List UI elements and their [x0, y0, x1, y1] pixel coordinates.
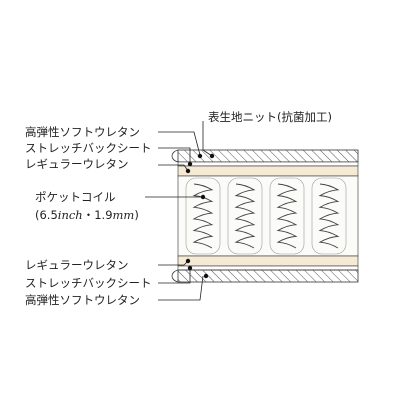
label-bottom-stretch-back-sheet: ストレッチバックシート — [25, 276, 152, 290]
dot-pocket-coil — [200, 194, 206, 200]
spec-close: ) — [134, 208, 139, 222]
spec-open: (6.5 — [35, 208, 58, 222]
bottom-urethane-layer — [177, 255, 359, 267]
coil-spring — [318, 183, 340, 249]
coil-spring — [276, 183, 298, 249]
bottom-stretch-sheet-layer — [177, 265, 359, 271]
dot-bottom-regular-urethane — [185, 258, 191, 264]
label-pocket-coil-spec: (6.5inch・1.9mm) — [35, 208, 139, 222]
top-urethane-layer — [177, 165, 359, 177]
coil-pocket — [269, 177, 305, 255]
dot-cover-fabric — [209, 153, 215, 159]
label-cover-fabric: 表生地ニット(抗菌加工) — [208, 110, 332, 124]
coil-pocket — [227, 177, 263, 255]
label-bottom-regular-urethane: レギュラーウレタン — [25, 258, 129, 272]
spec-unit-mm: mm — [113, 208, 135, 222]
leader-lines — [145, 121, 213, 301]
label-top-stretch-back-sheet: ストレッチバックシート — [25, 141, 152, 155]
mattress-body — [171, 149, 359, 283]
leader-top-stretch-sheet — [158, 147, 191, 164]
label-pocket-coil: ポケットコイル — [35, 190, 116, 204]
leader-bottom-stretch-sheet — [158, 268, 191, 284]
leader-dots — [185, 153, 215, 279]
coil-pocket — [311, 177, 347, 255]
leader-top-high-urethane — [158, 131, 201, 156]
leader-top-regular-urethane — [158, 164, 189, 172]
leader-bottom-high-urethane — [158, 275, 204, 301]
coil-spring — [234, 183, 256, 249]
dot-top-regular-urethane — [185, 168, 191, 174]
label-top-regular-urethane: レギュラーウレタン — [25, 157, 129, 171]
top-stretch-sheet-layer — [177, 161, 359, 167]
dot-top-stretch-sheet — [187, 161, 193, 167]
coil-pocket — [185, 177, 221, 255]
left-edge-curl-top — [171, 149, 179, 163]
left-edge-curl-bottom — [171, 269, 179, 283]
pocket-coil-zone — [177, 175, 359, 257]
dot-bottom-stretch-sheet — [187, 265, 193, 271]
spec-mid: ・1.9 — [83, 208, 113, 222]
dot-bottom-high-urethane — [203, 273, 209, 279]
leader-cover-fabric — [202, 121, 213, 157]
dot-top-high-urethane — [197, 153, 203, 159]
label-bottom-high-resilience-urethane: 高弾性ソフトウレタン — [25, 293, 140, 307]
pocket-coils — [185, 177, 347, 255]
spec-unit-inch: inch — [58, 208, 83, 222]
bottom-cover-fabric — [177, 269, 359, 283]
coil-spring — [192, 183, 214, 249]
label-top-high-resilience-urethane: 高弾性ソフトウレタン — [25, 125, 140, 139]
